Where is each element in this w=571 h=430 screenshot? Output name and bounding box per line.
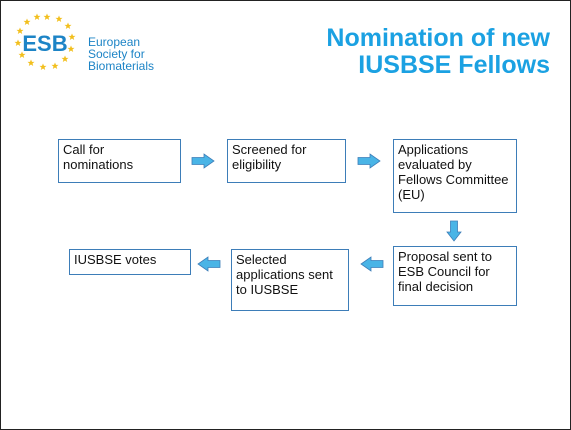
left-arrow-icon — [197, 256, 221, 272]
esb-logo-emblem: ESB — [14, 13, 76, 70]
left-arrow-icon — [360, 256, 384, 272]
logo-text: European Society for Biomaterials — [88, 36, 154, 72]
slide-title: Nomination of new IUSBSE Fellows — [230, 25, 550, 79]
logo-text-line: Society for — [88, 47, 145, 61]
logo-monogram: ESB — [22, 31, 67, 56]
step-box-selected-applications: Selected applications sent to IUSBSE — [231, 249, 349, 311]
logo-text-line: Biomaterials — [88, 59, 155, 73]
logo-text-line: European — [88, 35, 141, 49]
right-arrow-icon — [357, 153, 381, 169]
down-arrow-icon — [446, 220, 462, 242]
step-box-applications-evaluated: Applications evaluated by Fellows Commit… — [393, 139, 517, 213]
slide-title-line: Nomination of new — [326, 24, 550, 52]
esb-logo: ESB European Society for Biomaterials — [11, 11, 171, 81]
step-box-screened-for-eligibility: Screened for eligibility — [227, 139, 346, 183]
step-box-call-for-nominations: Call for nominations — [58, 139, 181, 183]
slide-title-line: IUSBSE Fellows — [358, 51, 550, 79]
step-box-proposal-to-council: Proposal sent to ESB Council for final d… — [393, 246, 517, 306]
right-arrow-icon — [191, 153, 215, 169]
step-box-iusbse-votes: IUSBSE votes — [69, 249, 191, 275]
